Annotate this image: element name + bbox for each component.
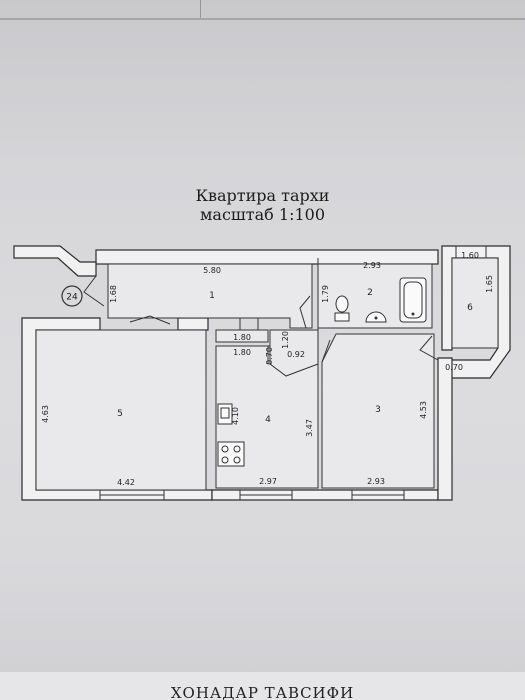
inner-lines xyxy=(83,258,439,364)
circle-badge: 24 xyxy=(61,285,83,307)
badge-number: 24 xyxy=(66,293,78,303)
room-number-5: 5 xyxy=(117,409,123,419)
paper-crease xyxy=(200,0,201,18)
footer-strip xyxy=(0,672,525,700)
dim-room4-width: 2.97 xyxy=(259,477,277,486)
room-number-4: 4 xyxy=(265,415,271,425)
room-number-3: 3 xyxy=(375,405,381,415)
room-6 xyxy=(451,257,499,349)
dim-room1-height: 1.68 xyxy=(109,285,118,303)
dim-room3-width: 2.93 xyxy=(367,477,385,486)
dimensions: 5.80 1.68 2.93 1.79 1.60 1.65 0.70 1.80 … xyxy=(41,251,494,487)
room-number-2: 2 xyxy=(367,288,373,298)
dim-room3-height: 4.53 xyxy=(419,401,428,419)
dim-room6-opening: 0.70 xyxy=(445,363,463,372)
plan-scale: масштаб 1:100 xyxy=(199,205,326,224)
windows xyxy=(99,245,487,501)
room-number-1: 1 xyxy=(209,291,215,301)
paper-fold xyxy=(0,18,525,20)
dim-closet-top: 1.80 xyxy=(233,333,251,342)
rooms xyxy=(35,257,499,491)
kitchen-sink-icon xyxy=(217,403,233,425)
fixtures xyxy=(217,277,427,467)
dim-hall-height: 1.20 xyxy=(281,331,290,349)
dim-room1-width: 5.80 xyxy=(203,266,221,275)
dim-room4-top: 1.80 xyxy=(233,348,251,357)
dim-room4-height: 3.47 xyxy=(305,419,314,437)
room-hall xyxy=(269,329,319,377)
room-3 xyxy=(321,333,435,489)
room-5 xyxy=(35,329,207,491)
room-1 xyxy=(107,263,313,329)
plan-title: Квартира тархи xyxy=(195,186,330,205)
room-closet xyxy=(215,329,269,343)
room-number-6: 6 xyxy=(467,303,473,313)
footer-title: ХОНАДАР ТАВСИФИ xyxy=(170,684,355,700)
dim-hall-width: 0.92 xyxy=(287,350,305,359)
dim-room2-height: 1.79 xyxy=(321,285,330,303)
dim-room6-height: 1.65 xyxy=(485,275,494,293)
walls xyxy=(13,245,511,501)
dim-room5-width: 4.42 xyxy=(117,478,135,487)
room-numbers: 1 2 3 4 5 6 xyxy=(117,288,473,425)
dim-kitchen-sink: 4.10 xyxy=(231,407,240,425)
toilet-icon xyxy=(334,295,350,322)
stove-icon xyxy=(217,441,245,467)
dim-room6-width: 1.60 xyxy=(461,251,479,260)
bathtub-icon xyxy=(399,277,427,323)
dim-hall-left: 0.70 xyxy=(265,347,274,365)
sink-icon xyxy=(365,311,387,323)
dim-room2-width: 2.93 xyxy=(363,261,381,270)
dim-room5-height: 4.63 xyxy=(41,405,50,423)
